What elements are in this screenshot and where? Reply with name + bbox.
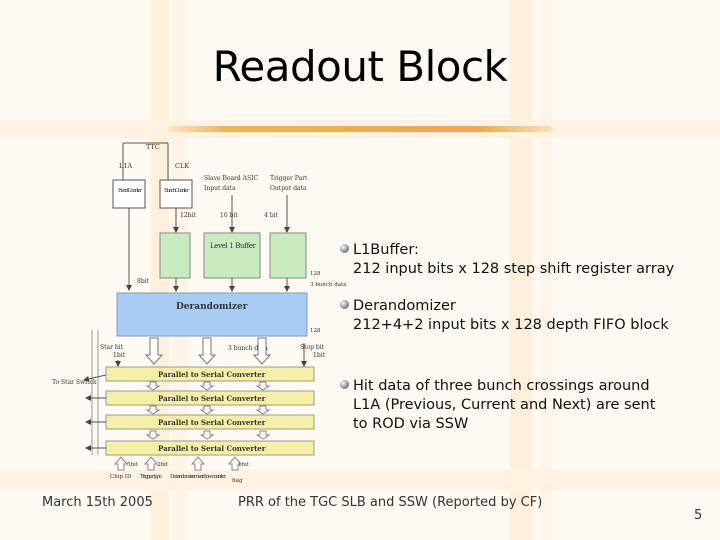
buffer-step-label: 128 [310,271,321,277]
level1-buffer-left [159,232,191,279]
derandomizer-depth-label: 128 [310,328,321,334]
bunch-data-right-label: 3 bunch data [310,282,347,288]
converter-label-2: Parallel to Serial Converter [158,394,266,403]
converter-label-1: Parallel to Serial Converter [158,370,266,379]
level1-buffer-label: Level 1 Buffer [210,242,257,250]
bullet-detail: 212 input bits x 128 step shift register… [353,261,675,277]
bits-4-label: 4 bit [264,212,278,219]
clk-label: CLK [175,162,189,170]
bullet-dot-icon [340,244,349,253]
derand-overflow-label: Derandomizer overflow counter [170,474,226,480]
page-number: 5 [694,508,703,523]
to-star-switch-label: To Star Switch [52,379,97,386]
star-one-bit-label: 1bit [113,352,126,359]
bullet-dot-icon [340,300,349,309]
star-bit-label: Star bit [100,344,124,351]
bullet-detail: 212+4+2 input bits x 128 depth FIFO bloc… [353,317,669,333]
converter-box-1 [105,366,315,382]
bottom-one-bit-label: 1bit [238,462,250,468]
bottom-input-arrows [113,456,243,471]
derandomizer-box [116,292,308,337]
bunch-counter-label: Bunch Counter [164,188,189,194]
slide-title: Readout Block [212,42,508,91]
bullet-hit-data: Hit data of three bunch crossings around… [340,377,670,434]
footer-date: March 15th 2005 [42,495,153,510]
output-data-label: Output data [270,185,307,192]
bits-8-label: 8bit [137,278,150,285]
bits-2-label: 2bit [157,462,169,468]
stop-bit-label: Stop bit [300,344,325,351]
event-counter-label: Event Counter [118,188,142,194]
bullet-derandomizer: Derandomizer 212+4+2 input bits x 128 de… [340,297,700,335]
converter-output-arrows [85,395,106,451]
input-data-label: Input data [204,185,236,192]
converter-label-4: Parallel to Serial Converter [158,444,266,453]
bullet-heading: Hit data of three bunch crossings around… [353,378,656,432]
event-counter-box [112,179,146,209]
footer-title: PRR of the TGC SLB and SSW (Reported by … [238,495,543,510]
converter-hollow-arrows [145,381,271,440]
derand-output-arrows [144,337,272,365]
derandomizer-label: Derandomizer [176,302,248,312]
trigger-type-label: Trigger type [140,474,162,480]
level1-buffer-right [269,232,307,279]
bits-16-label: 16 bit [220,212,238,219]
trigger-part-label: Trigger Part [270,175,308,182]
bullet-dot-icon [340,380,349,389]
converter-label-3: Parallel to Serial Converter [158,418,266,427]
to-star-switch-arrow [83,374,107,382]
bullet-l1buffer: L1Buffer: 212 input bits x 128 step shif… [340,241,700,279]
chip-id-label: Chip ID [110,474,132,480]
flag-label: flag [232,478,243,484]
converters-group: Parallel to Serial Converter Parallel to… [105,366,315,456]
bits-12-label: 12bit [180,212,196,219]
slave-board-asic-label: Slave Board ASIC [204,175,258,182]
level1-buffer-center [203,232,261,279]
bits-5-label: 5bit [127,462,139,468]
bullet-heading: L1Buffer: [353,242,419,258]
l1a-label: L1A [119,162,132,170]
bunch-data-mid-label: 3 bunch data [228,345,268,352]
bullet-heading: Derandomizer [353,298,456,314]
ttc-label: TTC [146,143,160,151]
stop-one-bit-label: 1bit [313,352,326,359]
bunch-counter-box [159,179,193,209]
